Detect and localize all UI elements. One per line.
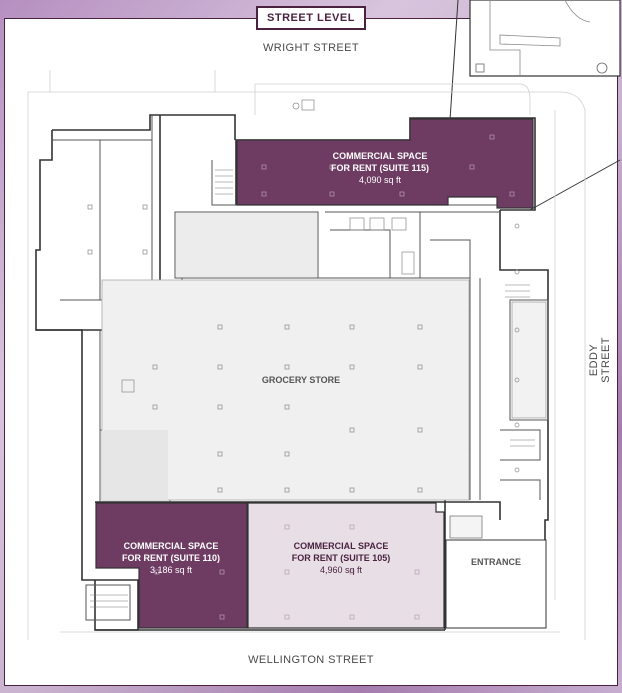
suite-110-area-text: 3,186 sq ft [149, 565, 193, 575]
grocery-store-text: GROCERY STORE [261, 375, 341, 385]
grocery-back-room [102, 430, 168, 500]
suite-105-area-text: 4,960 sq ft [319, 565, 363, 575]
entrance-label: ENTRANCE [456, 556, 536, 568]
suite-115-line2: FOR RENT (SUITE 115) [330, 163, 429, 173]
columns [87, 102, 521, 583]
back-room [176, 213, 317, 277]
inset-map [469, 0, 621, 77]
suite-105-line1: COMMERCIAL SPACE [293, 541, 389, 551]
suite-115-line1: COMMERCIAL SPACE [332, 151, 428, 161]
street-label-east: EDDY STREET [588, 337, 612, 383]
suite-115-area[interactable] [236, 118, 534, 209]
suite-105-area[interactable] [247, 502, 445, 629]
entrance-text: ENTRANCE [470, 557, 521, 567]
suite-105-line2: FOR RENT (SUITE 105) [291, 553, 391, 563]
suite-110-label: COMMERCIAL SPACE FOR RENT (SUITE 110) 3,… [96, 540, 246, 576]
suite-115-area-text: 4,090 sq ft [358, 175, 402, 185]
building-outline [35, 114, 549, 631]
suite-110-line2: FOR RENT (SUITE 110) [121, 553, 220, 563]
suite-110-line1: COMMERCIAL SPACE [123, 541, 219, 551]
suite-105-label: COMMERCIAL SPACE FOR RENT (SUITE 105) 4,… [266, 540, 416, 576]
page-title: STREET LEVEL [256, 6, 366, 30]
grocery-store-label: GROCERY STORE [236, 374, 366, 386]
suite-115-label: COMMERCIAL SPACE FOR RENT (SUITE 115) 4,… [300, 150, 460, 186]
suite-110-area[interactable] [95, 502, 248, 629]
street-label-north: WRIGHT STREET [262, 42, 360, 54]
ramp [511, 301, 547, 419]
site-context [27, 70, 586, 640]
street-label-south: WELLINGTON STREET [248, 654, 374, 666]
entrance-area [445, 539, 547, 629]
